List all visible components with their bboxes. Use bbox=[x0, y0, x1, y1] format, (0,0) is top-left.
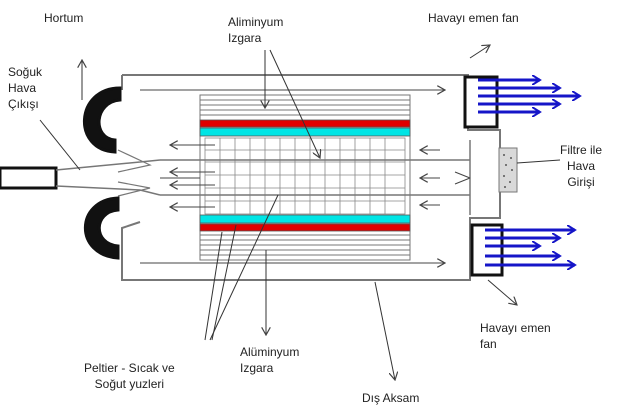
label-filter-line2: Hava bbox=[567, 159, 596, 173]
hose-top bbox=[82, 86, 122, 154]
label-aluminum-grid-bottom-line2: Izgara bbox=[240, 361, 274, 375]
label-aluminum-grid-bottom-line1: Alüminyum bbox=[240, 345, 300, 359]
label-peltier-faces: Peltier - Sıcak ve Soğut yuzleri bbox=[84, 360, 175, 392]
label-aluminum-grid-bottom: Alüminyum Izgara bbox=[240, 344, 299, 376]
filter-dots bbox=[503, 154, 513, 188]
label-aluminum-grid-top-line2: Izgara bbox=[228, 31, 262, 45]
label-peltier-line2: Soğut yuzleri bbox=[94, 377, 165, 391]
exhaust-arrows-top bbox=[478, 80, 580, 112]
label-outer-housing: Dış Aksam bbox=[362, 391, 420, 405]
nozzle bbox=[117, 149, 152, 197]
leader-lines bbox=[39, 45, 561, 380]
label-hortum: Hortum bbox=[44, 11, 84, 25]
label-peltier-line1: Peltier - Sıcak ve bbox=[84, 361, 175, 375]
hot-plate-bottom bbox=[199, 223, 411, 232]
label-cold-air-outlet: Soğuk Hava Çıkışı bbox=[8, 64, 42, 112]
label-aluminum-grid-top: Aliminyum Izgara bbox=[228, 14, 283, 46]
label-fan-bottom-line1: Havayı emen bbox=[480, 321, 551, 335]
airflow-arrows-inner bbox=[160, 145, 471, 207]
hose-bottom bbox=[83, 196, 120, 260]
exhaust-arrows-bottom bbox=[485, 230, 575, 265]
label-aluminum-grid-top-line1: Aliminyum bbox=[228, 15, 284, 29]
label-filter-line1: Filtre ile bbox=[560, 143, 603, 157]
label-fan-bottom: Havayı emen fan bbox=[480, 320, 551, 352]
label-fan-bottom-line2: fan bbox=[480, 337, 497, 351]
cold-plate-bottom bbox=[199, 214, 411, 224]
label-filter-line3: Girişi bbox=[567, 175, 595, 189]
label-filter-air-inlet: Filtre ile Hava Girişi bbox=[560, 142, 602, 190]
cold-plate-top bbox=[199, 127, 411, 137]
fan-top bbox=[463, 75, 499, 129]
label-cold-air-outlet-line1: Soğuk bbox=[8, 65, 43, 79]
air-filter bbox=[498, 147, 518, 193]
hot-plate-top bbox=[199, 119, 411, 128]
fan-bottom bbox=[470, 223, 504, 277]
label-cold-air-outlet-line2: Hava bbox=[8, 81, 37, 95]
label-cold-air-outlet-line3: Çıkışı bbox=[8, 97, 39, 111]
inner-grid bbox=[204, 137, 406, 215]
cold-air-outlet bbox=[0, 166, 58, 190]
label-fan-top: Havayı emen fan bbox=[428, 11, 519, 25]
outlet-pipe bbox=[55, 159, 161, 196]
